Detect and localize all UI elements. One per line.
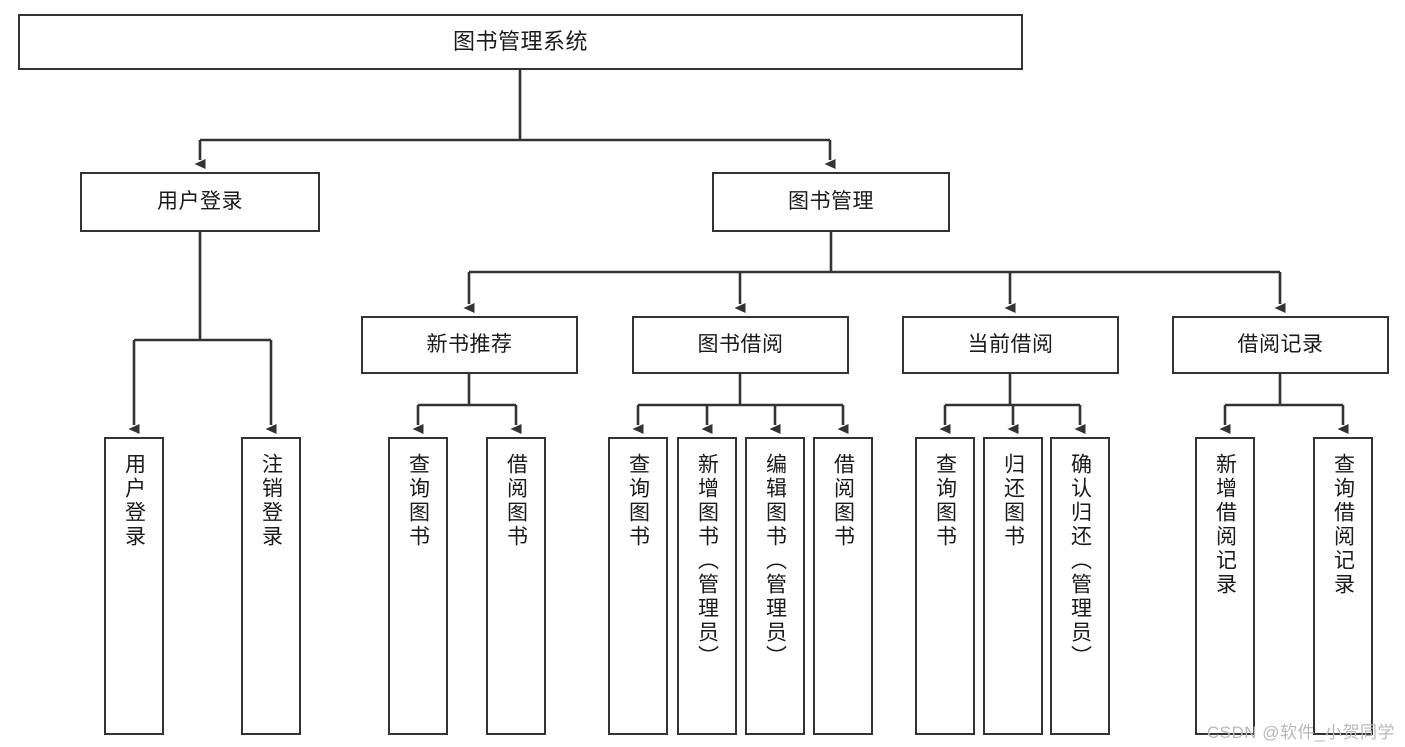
node-label: 用户登录 xyxy=(157,190,243,214)
node-label: 编辑图书（管理员） xyxy=(763,453,787,669)
node-root-book-management-system[interactable]: 图书管理系统 xyxy=(18,14,1023,70)
node-label: 查询图书 xyxy=(406,453,430,549)
leaf-borrow-book-1[interactable]: 借阅图书 xyxy=(486,437,546,735)
node-label: 查询借阅记录 xyxy=(1331,453,1355,597)
node-book-borrow[interactable]: 图书借阅 xyxy=(632,316,849,374)
leaf-borrow-book-2[interactable]: 借阅图书 xyxy=(813,437,873,735)
node-label: 新增借阅记录 xyxy=(1213,453,1237,597)
node-label: 图书管理系统 xyxy=(452,28,588,54)
node-label: 借阅图书 xyxy=(504,453,528,549)
csdn-watermark: CSDN @软件_小贺同学 xyxy=(1206,723,1395,742)
node-new-book-recommend[interactable]: 新书推荐 xyxy=(361,316,578,374)
node-label: 当前借阅 xyxy=(967,333,1054,357)
leaf-logout[interactable]: 注销登录 xyxy=(241,437,301,735)
node-label: 图书借阅 xyxy=(697,333,784,357)
leaf-confirm-return[interactable]: 确认归还（管理员） xyxy=(1050,437,1110,735)
leaf-user-login[interactable]: 用户登录 xyxy=(104,437,164,735)
node-label: 确认归还（管理员） xyxy=(1068,453,1092,669)
node-label: 借阅记录 xyxy=(1237,333,1324,357)
node-label: 注销登录 xyxy=(259,453,283,549)
leaf-return-book[interactable]: 归还图书 xyxy=(983,437,1043,735)
node-user-login[interactable]: 用户登录 xyxy=(80,172,320,232)
node-label: 新增图书（管理员） xyxy=(695,453,719,669)
node-label: 查询图书 xyxy=(933,453,957,549)
node-label: 图书管理 xyxy=(788,190,874,214)
node-current-borrow[interactable]: 当前借阅 xyxy=(902,316,1119,374)
node-book-manage[interactable]: 图书管理 xyxy=(712,172,950,232)
node-label: 借阅图书 xyxy=(831,453,855,549)
leaf-query-book-3[interactable]: 查询图书 xyxy=(915,437,975,735)
node-label: 查询图书 xyxy=(626,453,650,549)
leaf-query-book-2[interactable]: 查询图书 xyxy=(608,437,668,735)
node-borrow-record[interactable]: 借阅记录 xyxy=(1172,316,1389,374)
node-label: 归还图书 xyxy=(1001,453,1025,549)
node-label: 用户登录 xyxy=(122,453,146,549)
leaf-add-book[interactable]: 新增图书（管理员） xyxy=(677,437,737,735)
node-label: 新书推荐 xyxy=(426,333,513,357)
leaf-query-record[interactable]: 查询借阅记录 xyxy=(1313,437,1373,735)
leaf-add-record[interactable]: 新增借阅记录 xyxy=(1195,437,1255,735)
leaf-query-book-1[interactable]: 查询图书 xyxy=(388,437,448,735)
leaf-edit-book[interactable]: 编辑图书（管理员） xyxy=(745,437,805,735)
